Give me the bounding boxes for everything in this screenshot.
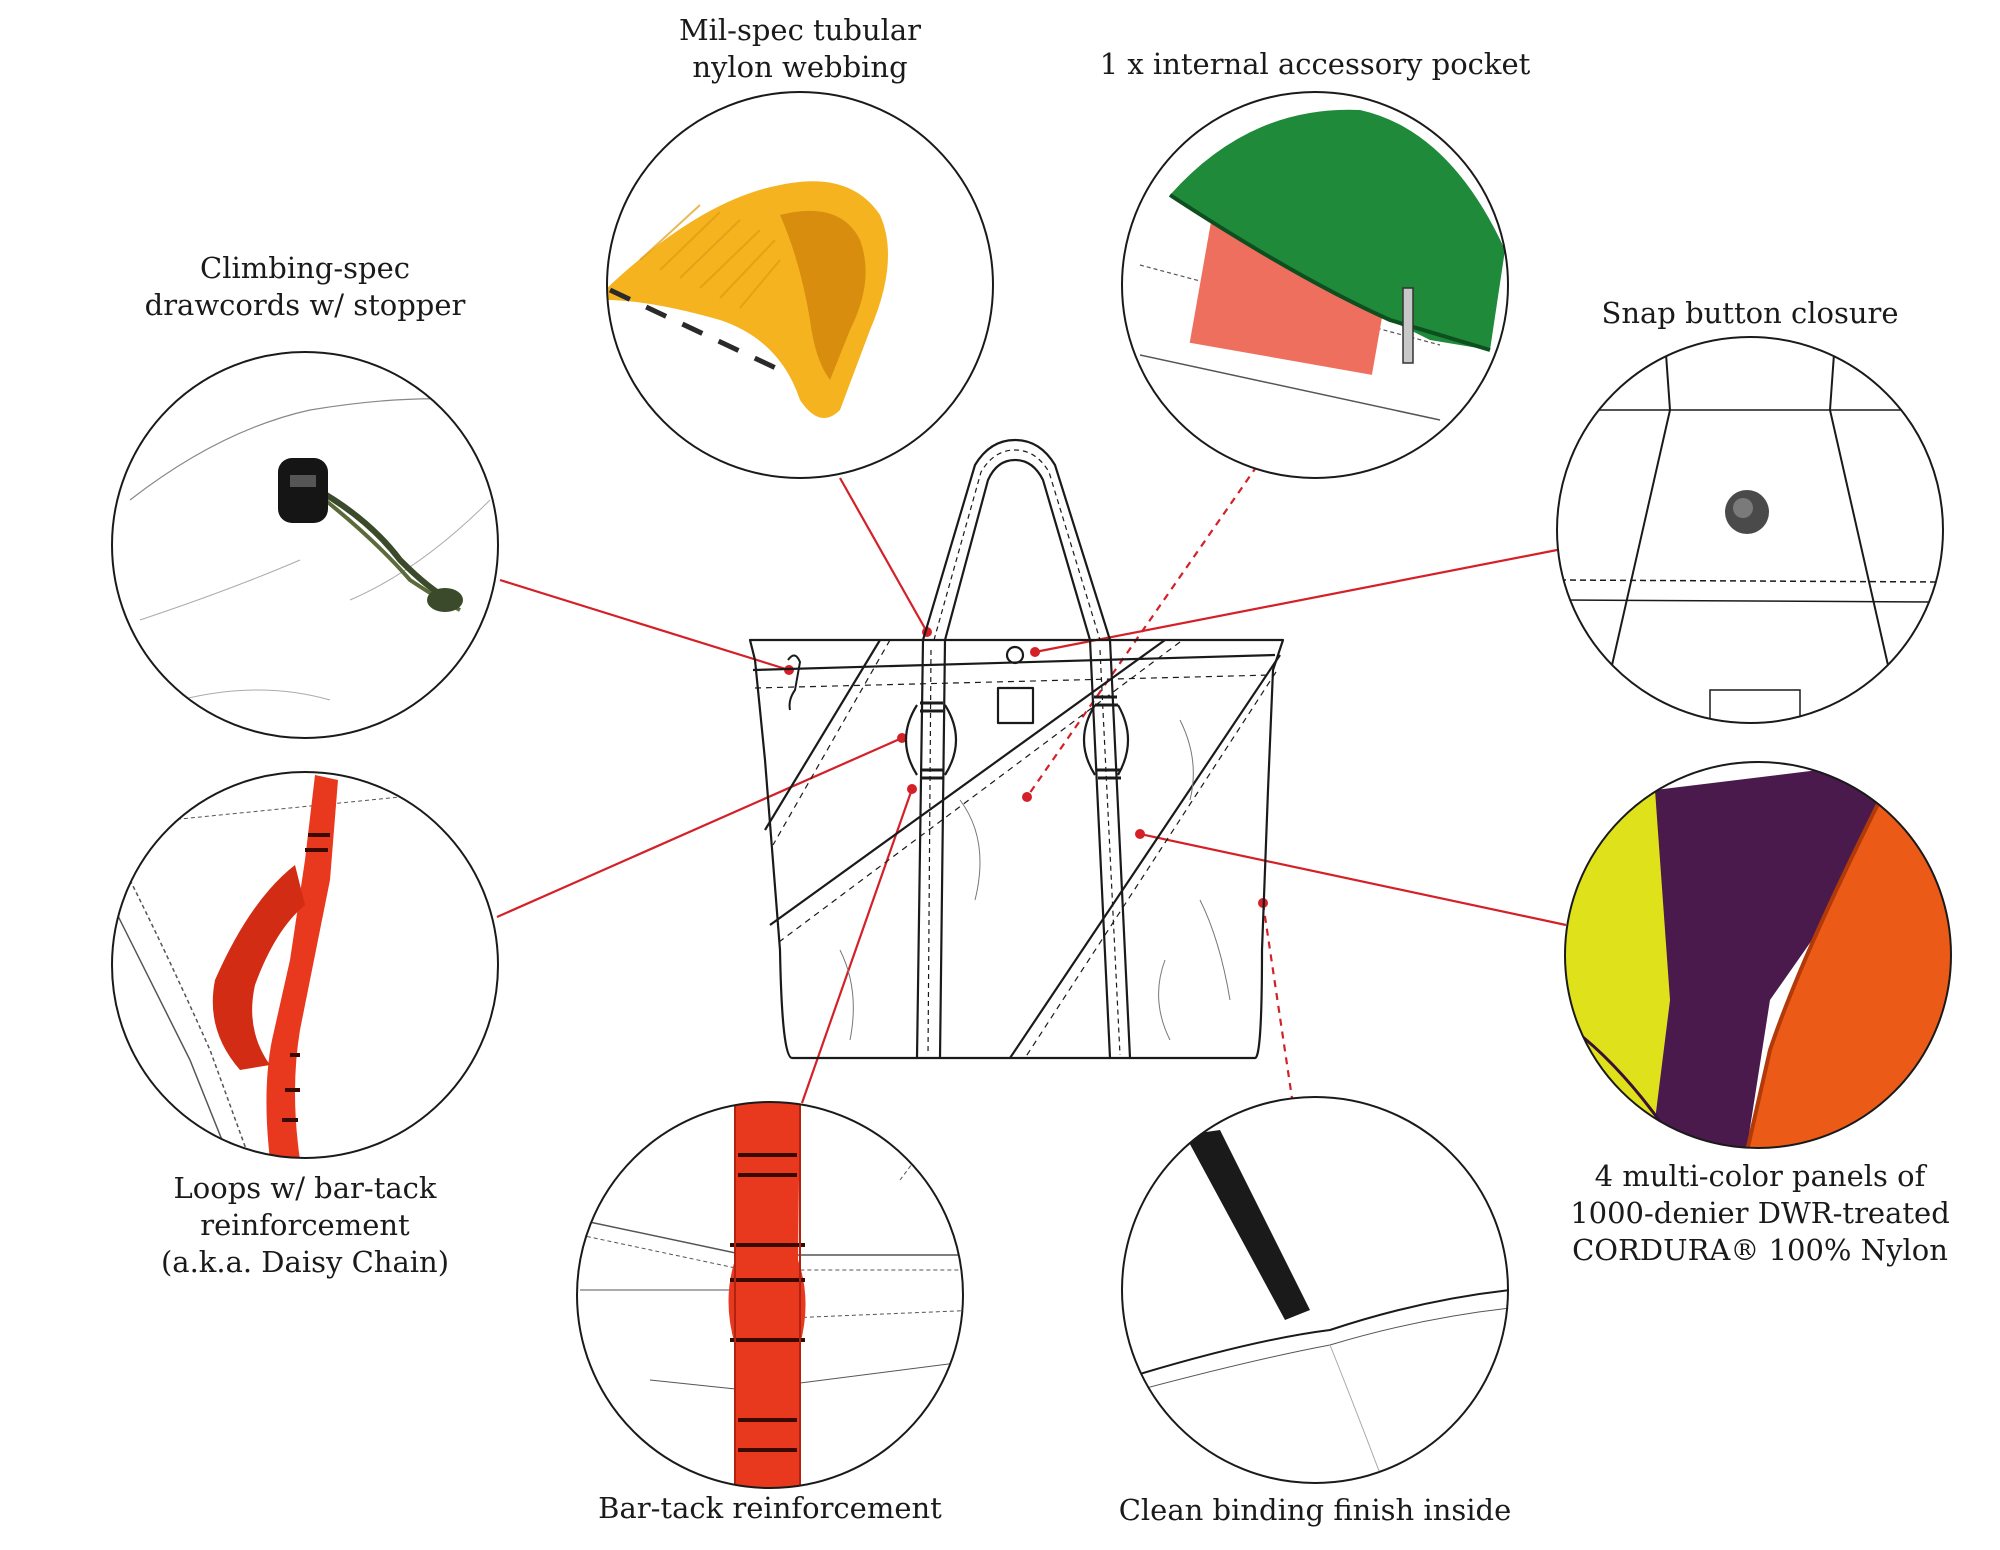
label-webbing: Mil-spec tubular nylon webbing <box>678 13 922 84</box>
seam-2 <box>769 639 1166 926</box>
handle-inner <box>943 458 1092 641</box>
callout-lines <box>496 465 1567 1104</box>
detail-loops <box>111 771 499 1159</box>
callout-dot-bartack <box>907 784 917 794</box>
detail-snap <box>1556 336 1944 724</box>
detail-circle-panels <box>1564 761 1952 1149</box>
bag-body <box>748 638 1285 1060</box>
webbing-stitch <box>608 287 782 373</box>
binding-tape <box>1185 1130 1310 1320</box>
label-pocket: 1 x internal accessory pocket <box>1099 47 1531 81</box>
strap-right-stitch <box>1099 649 1121 1056</box>
strap-loop-left <box>905 704 957 776</box>
detail-panels <box>1564 761 1952 1149</box>
callout-dot-snap <box>1030 647 1040 657</box>
callout-dot-loops <box>897 733 907 743</box>
callout-line-bartack <box>800 788 914 1104</box>
detail-pocket <box>1121 91 1509 479</box>
panel-yellow <box>1565 790 1670 1148</box>
strap-loop-right <box>1083 704 1129 776</box>
detail-circle-webbing <box>606 91 994 479</box>
bartack-strap <box>728 1102 806 1488</box>
handle-stitch <box>933 449 1101 641</box>
seam-1 <box>764 639 881 831</box>
detail-circle-bartack <box>576 1101 964 1489</box>
callout-line-panels <box>1139 832 1567 927</box>
detail-circle-binding <box>1121 1096 1509 1484</box>
detail-bartack <box>576 1101 964 1489</box>
detail-circle-loops <box>111 771 499 1159</box>
callout-line-snap <box>1034 548 1558 654</box>
pen <box>1402 287 1414 364</box>
label-drawcords: Climbing-spec drawcords w/ stopper <box>144 251 466 322</box>
handle-outer <box>921 438 1112 641</box>
cord-stopper <box>278 458 328 523</box>
callout-dot-panels <box>1135 829 1145 839</box>
seam-2-stitch <box>774 641 1181 946</box>
detail-drawcords <box>111 351 499 739</box>
strap-left-stitch <box>927 649 932 1056</box>
callout-dot-pocket <box>1022 792 1032 802</box>
drawcord-stopper <box>787 654 801 711</box>
detail-webbing <box>606 91 994 479</box>
snap-button <box>1005 645 1025 665</box>
callout-line-webbing <box>839 477 928 633</box>
panel-orange <box>1745 780 1951 1148</box>
label-snap: Snap button closure <box>1601 296 1899 330</box>
webbing-tube-inside <box>780 210 866 380</box>
detail-circle-snap <box>1556 336 1944 724</box>
callout-line-binding <box>1261 902 1294 1099</box>
callout-line-loops <box>496 736 903 919</box>
brand-label <box>996 686 1035 725</box>
loop-fold <box>212 865 305 1070</box>
detail-binding <box>1121 1096 1509 1484</box>
label-bartack: Bar-tack reinforcement <box>598 1491 942 1525</box>
callout-line-drawcords <box>499 578 790 672</box>
bartack-marks <box>920 695 1121 780</box>
loop-strap <box>266 775 338 1158</box>
detail-circle-drawcords <box>111 351 499 739</box>
label-panels: 4 multi-color panels of 1000-denier DWR-… <box>1570 1159 1950 1267</box>
fabric-wrinkles <box>839 719 1231 1041</box>
detail-circle-pocket <box>1121 91 1509 479</box>
tote-bag-drawing <box>748 438 1285 1060</box>
top-hem-stitch <box>754 674 1273 689</box>
pocket-fabric <box>1170 109 1505 350</box>
label-binding: Clean binding finish inside <box>1118 1493 1512 1527</box>
panel-purple <box>1650 762 1900 1148</box>
callout-dots <box>784 627 1268 908</box>
label-loops: Loops w/ bar-tack reinforcement (a.k.a. … <box>160 1171 450 1279</box>
seam-3 <box>1009 654 1281 1059</box>
